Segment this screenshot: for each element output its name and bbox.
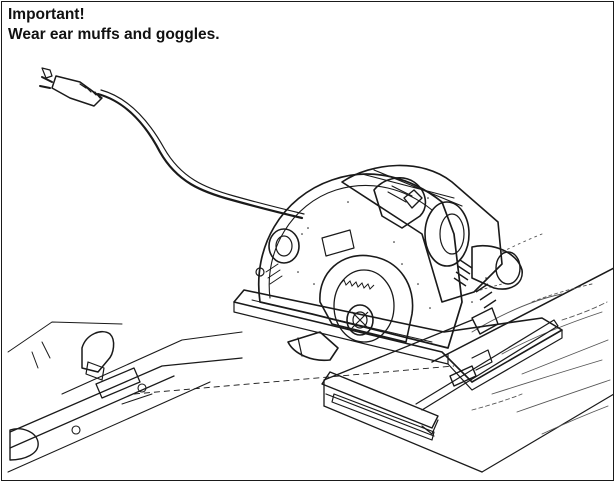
plug-icon [39, 67, 103, 107]
stipple-shading [297, 197, 487, 309]
safety-notice: Important! Wear ear muffs and goggles. [8, 5, 220, 45]
guide-rail [321, 319, 559, 437]
notice-heading: Important! [8, 6, 85, 23]
notice-instruction: Wear ear muffs and goggles. [8, 26, 220, 43]
detail-leader-line [133, 365, 455, 395]
detail-inset [7, 321, 243, 473]
power-cord [96, 89, 305, 220]
wooden-board [323, 233, 613, 473]
circular-saw [233, 164, 563, 391]
